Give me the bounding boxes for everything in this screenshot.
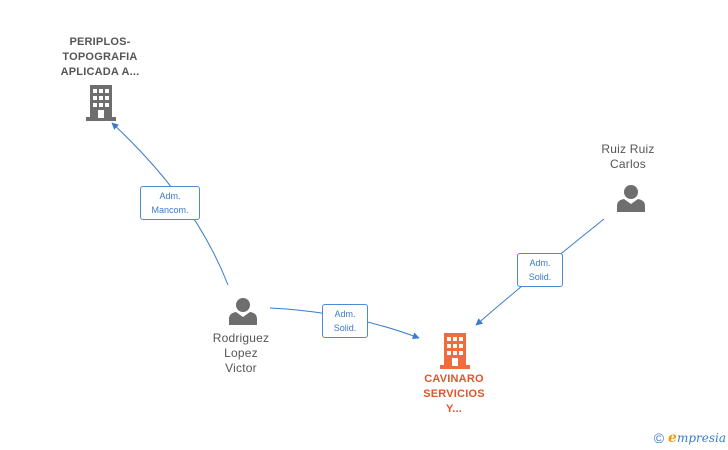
person-icon[interactable] [229,297,257,325]
periplos-line1: PERIPLOS- [69,36,131,48]
ruiz-line1: Ruiz Ruiz [601,142,655,156]
building-icon[interactable] [440,333,470,369]
cavinaro-line2: SERVICIOS [423,388,485,400]
ruiz-line2: Carlos [610,157,646,171]
node-ruiz-label[interactable]: Ruiz Ruiz Carlos [580,142,676,172]
edge-label-adm-solid-ruiz[interactable]: Adm. Solid. [517,253,563,287]
edge-label-adm-mancom[interactable]: Adm. Mancom. [140,186,200,220]
edge-label-line2: Mancom. [151,205,189,215]
edge-label-adm-solid-rodriguez[interactable]: Adm. Solid. [322,304,368,338]
copyright-symbol: © [653,430,665,446]
rodriguez-line3: Victor [225,361,257,375]
edge-label-line1: Adm. [334,309,356,319]
brand-initial: e [668,430,677,446]
node-periplos-label[interactable]: PERIPLOS- TOPOGRAFIA APLICADA A... [50,35,150,80]
node-cavinaro-label[interactable]: CAVINARO SERVICIOS Y... [404,372,504,417]
edge-label-line2: Solid. [333,323,357,333]
periplos-line3: APLICADA A... [60,66,140,78]
brand-logo[interactable]: empresia [668,430,726,446]
node-rodriguez-label[interactable]: Rodriguez Lopez Victor [193,331,289,376]
edge-label-line1: Adm. [529,258,551,268]
person-icon[interactable] [617,184,645,212]
edge-label-line1: Adm. [159,191,181,201]
periplos-line2: TOPOGRAFIA [62,51,138,63]
footer-brand: © empresia [654,430,726,446]
cavinaro-line3: Y... [445,403,463,415]
building-icon[interactable] [86,85,116,121]
rodriguez-line1: Rodriguez [212,331,270,345]
edge-label-line2: Solid. [528,272,552,282]
cavinaro-line1: CAVINARO [424,373,484,385]
brand-name: mpresia [676,431,726,445]
rodriguez-line2: Lopez [224,346,258,360]
